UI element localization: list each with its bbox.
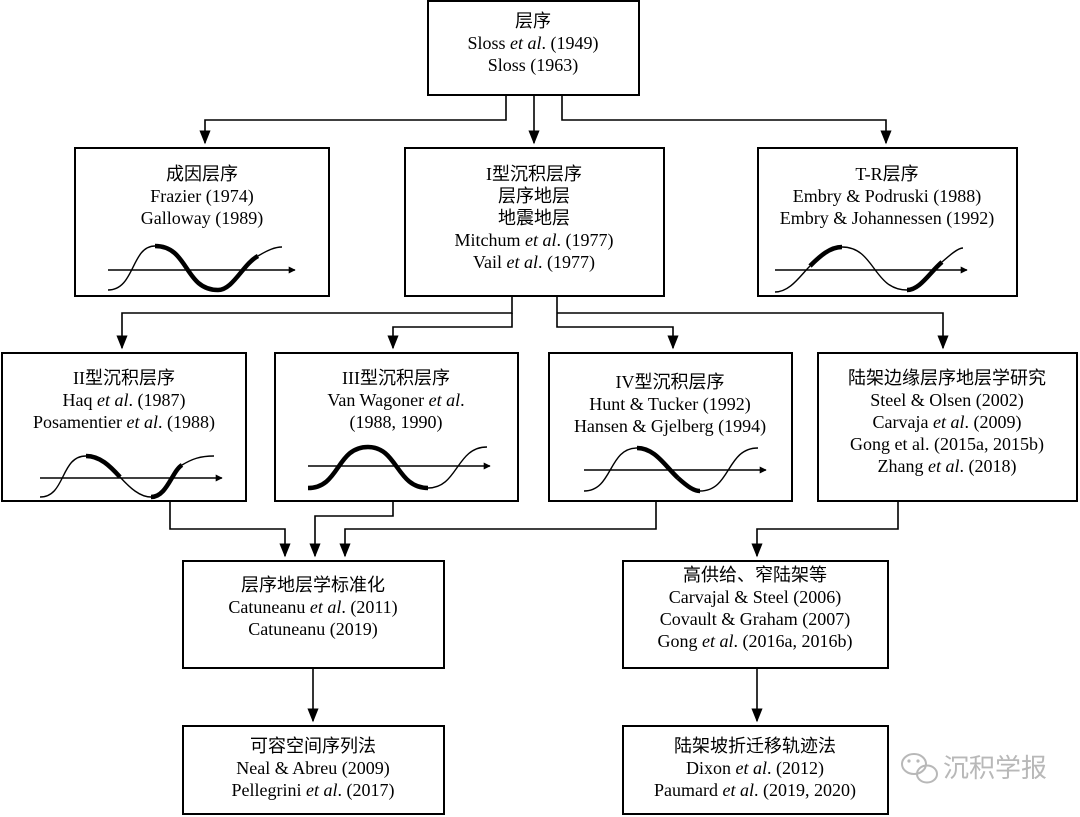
type1-line: 地震地层 xyxy=(498,208,570,228)
standardization-line: Catuneanu et al. (2011) xyxy=(228,597,397,618)
type3-sea-level-curve xyxy=(307,444,491,491)
high-supply-line: Gong et al. (2016a, 2016b) xyxy=(658,631,853,652)
type2-line: Posamentier et al. (1988) xyxy=(33,412,215,433)
shelf-margin-line: Gong et al. (2015a, 2015b) xyxy=(850,434,1044,455)
type2-sea-level-curve xyxy=(39,453,223,500)
trajectory-line: 陆架坡折迁移轨迹法 xyxy=(674,736,836,756)
connectors xyxy=(116,96,949,723)
standardization-line: 层序地层学标准化 xyxy=(241,575,385,595)
type4-line: IV型沉积层序 xyxy=(616,372,725,392)
shelf-margin-line: Zhang et al. (2018) xyxy=(878,456,1017,477)
sequence-line: 层序 xyxy=(515,11,551,31)
sequence-line: Sloss et al. (1949) xyxy=(467,33,598,54)
type4-line: Hunt & Tucker (1992) xyxy=(589,394,751,415)
watermark-text: 沉积学报 xyxy=(943,754,1047,784)
shelf-margin-line: 陆架边缘层序地层学研究 xyxy=(848,368,1046,388)
genetic-line: Frazier (1974) xyxy=(150,186,253,207)
tr-line: T-R层序 xyxy=(855,164,918,184)
trajectory-line: Paumard et al. (2019, 2020) xyxy=(654,780,856,801)
type3-line: (1988, 1990) xyxy=(350,412,443,433)
high-supply-line: Covault & Graham (2007) xyxy=(660,609,850,630)
sea-level-curves xyxy=(39,243,968,500)
high-supply-line: 高供给、窄陆架等 xyxy=(683,565,827,585)
type1-line: Vail et al. (1977) xyxy=(473,252,595,273)
type4-line: Hansen & Gjelberg (1994) xyxy=(574,416,766,437)
watermark: 沉积学报 xyxy=(901,753,1047,784)
standardization-line: Catuneanu (2019) xyxy=(248,619,377,640)
genetic-line: 成因层序 xyxy=(166,164,238,184)
high-supply-line: Carvajal & Steel (2006) xyxy=(669,587,841,608)
type1-line: I型沉积层序 xyxy=(486,164,582,184)
genetic-sea-level-curve xyxy=(107,243,296,293)
accommodation-line: 可容空间序列法 xyxy=(250,736,376,756)
wechat-logo-icon xyxy=(901,753,938,784)
accommodation-line: Pellegrini et al. (2017) xyxy=(232,780,395,801)
shelf-margin-line: Carvaja et al. (2009) xyxy=(873,412,1022,433)
type2-line: II型沉积层序 xyxy=(73,368,175,388)
tr-line: Embry & Podruski (1988) xyxy=(793,186,982,207)
accommodation-line: Neal & Abreu (2009) xyxy=(236,758,389,779)
type2-line: Haq et al. (1987) xyxy=(63,390,186,411)
genetic-line: Galloway (1989) xyxy=(141,208,263,229)
tr-sea-level-curve xyxy=(774,244,968,293)
type1-line: Mitchum et al. (1977) xyxy=(455,230,614,251)
type3-line: Van Wagoner et al. xyxy=(327,390,464,410)
type4-sea-level-curve xyxy=(583,445,767,494)
type3-line: III型沉积层序 xyxy=(342,368,450,388)
sequence-line: Sloss (1963) xyxy=(488,55,579,76)
type1-line: 层序地层 xyxy=(498,186,570,206)
tr-line: Embry & Johannessen (1992) xyxy=(780,208,994,229)
trajectory-line: Dixon et al. (2012) xyxy=(686,758,824,779)
shelf-margin-line: Steel & Olsen (2002) xyxy=(870,390,1023,411)
